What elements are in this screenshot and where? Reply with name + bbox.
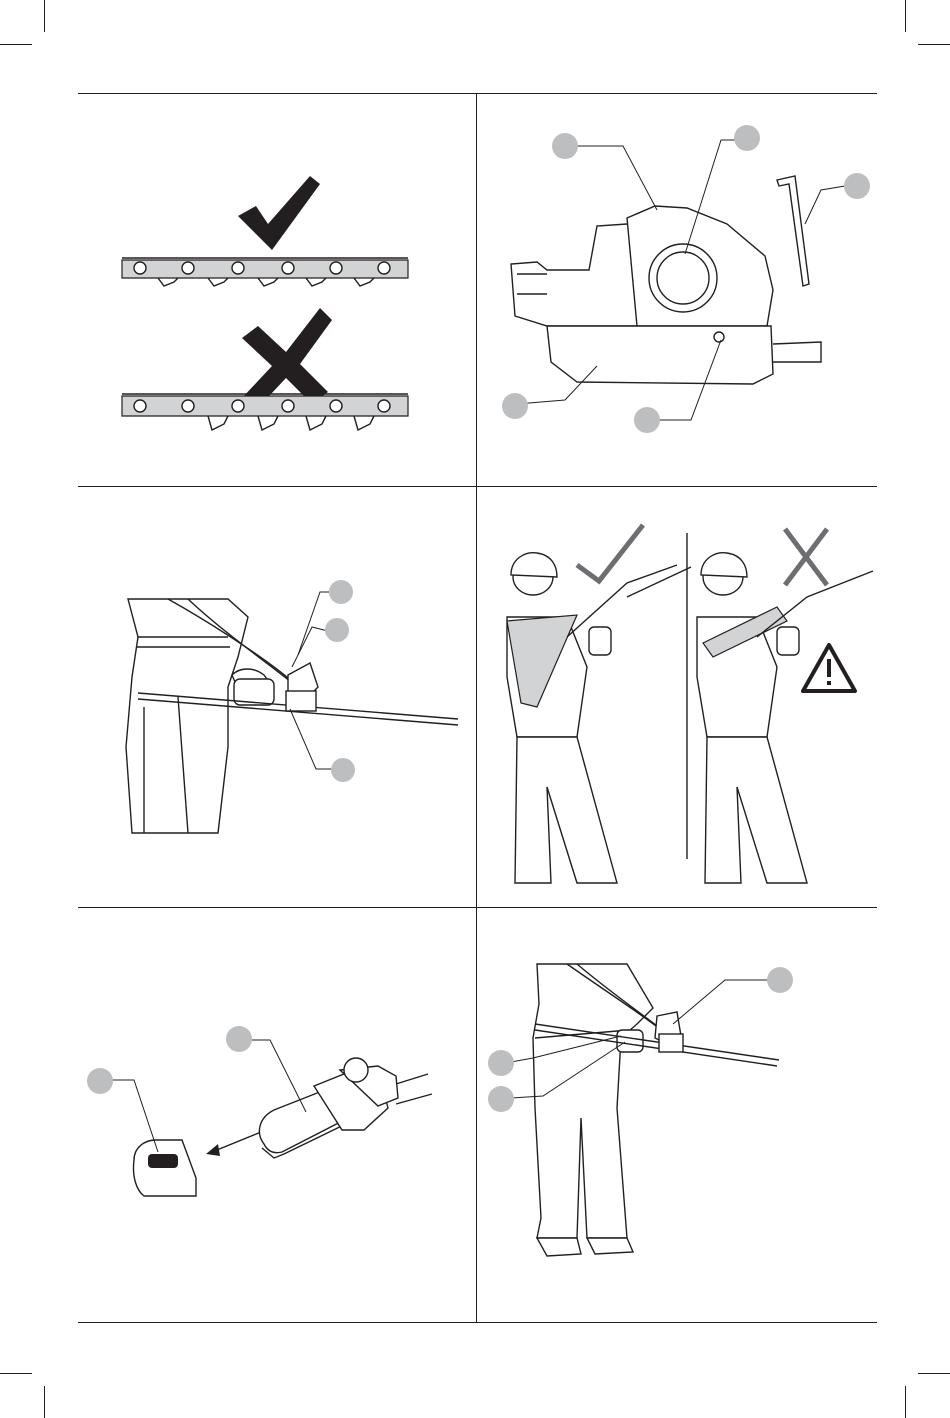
rule-bottom [78, 1322, 877, 1323]
panel-operating-position [477, 908, 877, 1322]
crop-mark-top-left-v [44, 0, 45, 32]
crop-mark-top-left-h [0, 44, 32, 45]
cross-icon [242, 308, 332, 410]
callout-marker [325, 618, 349, 642]
callout-marker [767, 967, 793, 993]
panel-oil-reservoir-parts [477, 94, 877, 486]
callout-marker [502, 393, 528, 419]
callout-marker [552, 133, 578, 159]
check-icon [577, 525, 643, 581]
callout-marker [488, 1050, 514, 1076]
operator-with-strap-illustration [126, 599, 458, 833]
callout-marker [734, 125, 760, 151]
crop-mark-bottom-right-v [905, 1386, 906, 1418]
chain-incorrect [122, 394, 408, 430]
hex-key-illustration [777, 176, 809, 286]
callout-marker [634, 407, 660, 433]
callout-marker [329, 580, 353, 604]
scabbard-illustration [133, 1140, 196, 1196]
warning-triangle-icon [803, 645, 855, 691]
crop-mark-bottom-right-h [918, 1373, 950, 1374]
chainsaw-head-illustration [511, 206, 821, 384]
operator-full-body-illustration [533, 964, 779, 1256]
chainsaw-bar-illustration [259, 1058, 432, 1158]
arrow-head [206, 1144, 220, 1156]
callout-marker [488, 1086, 514, 1112]
panel-strap-position [477, 487, 877, 907]
panel-bar-chain-attachment [78, 908, 476, 1322]
callout-marker [844, 173, 870, 199]
removal-arrow [212, 1130, 266, 1152]
crop-mark-bottom-left-v [44, 1386, 45, 1418]
worker-incorrect-illustration [697, 553, 873, 883]
callout-marker [331, 758, 355, 782]
chain-correct [122, 258, 408, 286]
callout-marker [87, 1068, 113, 1094]
crop-mark-bottom-left-h [0, 1373, 32, 1374]
worker-correct-illustration [507, 553, 691, 883]
cross-icon [785, 529, 827, 585]
crop-mark-top-right-v [905, 0, 906, 32]
panel-chain-orientation [78, 94, 476, 486]
check-icon [238, 176, 320, 250]
callout-marker [226, 1026, 252, 1052]
panel-shoulder-strap [78, 487, 476, 907]
crop-mark-top-right-h [918, 44, 950, 45]
